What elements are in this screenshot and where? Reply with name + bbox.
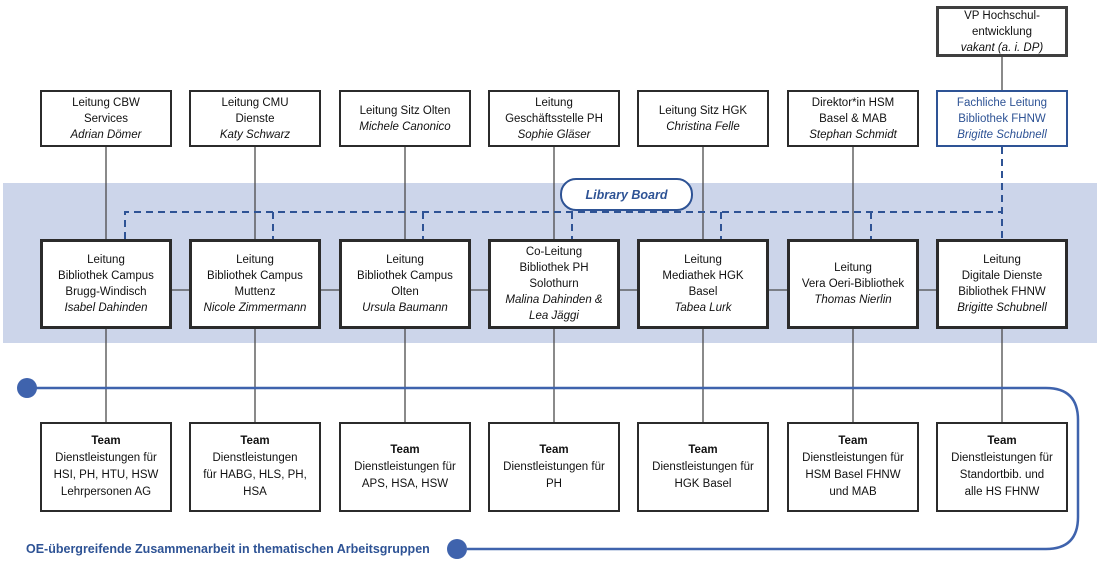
team-label: Team (390, 443, 420, 456)
team-label: Team (838, 435, 868, 447)
box-person-name: Isabel Dahinden (64, 302, 148, 314)
box-person-name: Sophie Gläser (517, 128, 591, 141)
team-label: Team (240, 435, 270, 447)
library-board-text: Library Board (585, 187, 668, 202)
box-person-name: Stephan Schmidt (809, 128, 897, 141)
box-person-name: vakant (a. i. DP) (960, 41, 1044, 54)
box-person-name: Michele Canonico (359, 120, 451, 133)
bracket-end-dot (447, 539, 467, 559)
footer-collaboration-label: OE-übergreifende Zusammenarbeit in thema… (26, 542, 430, 556)
box-vp-hochschulentwicklung: VP Hochschul-entwicklung vakant (a. i. D… (936, 6, 1068, 57)
box-person-name: Brigitte Schubnell (957, 302, 1047, 314)
library-board-label: Library Board (560, 178, 693, 211)
box-person-name: Malina Dahinden &Lea Jäggi (505, 294, 603, 322)
box-person-name: Katy Schwarz (219, 128, 291, 141)
box-leitung-sitz-olten: Leitung Sitz Olten Michele Canonico (339, 90, 471, 147)
box-person-name: Brigitte Schubnell (957, 128, 1047, 141)
box-person-name: Christina Felle (666, 120, 740, 133)
box-person-name: Nicole Zimmermann (203, 302, 307, 314)
box-person-name: Adrian Dömer (70, 128, 142, 141)
box-person-name: Tabea Lurk (674, 302, 732, 314)
box-person-name: Ursula Baumann (362, 302, 448, 314)
team-label: Team (539, 443, 569, 456)
team-label: Team (688, 443, 718, 456)
team-label: Team (91, 435, 121, 447)
bracket-start-dot (17, 378, 37, 398)
box-title: Leitung Sitz Olten (359, 104, 451, 117)
box-title: VP Hochschul-entwicklung (964, 9, 1040, 38)
team-label: Team (987, 435, 1017, 447)
box-person-name: Thomas Nierlin (814, 294, 892, 306)
box-title: Leitung Sitz HGK (658, 104, 748, 117)
box-leitung-sitz-hgk: Leitung Sitz HGK Christina Felle (637, 90, 769, 147)
